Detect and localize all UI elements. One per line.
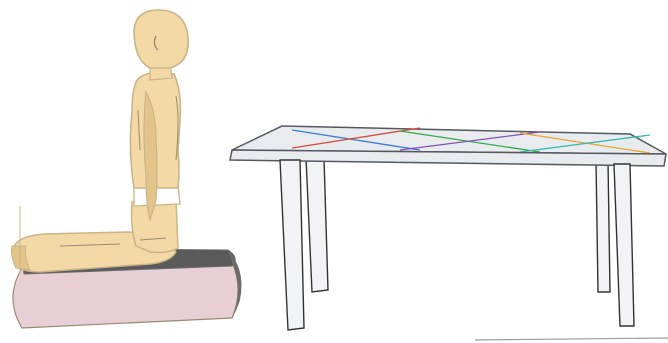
figure-head bbox=[134, 10, 188, 68]
figure-thighs bbox=[132, 200, 179, 253]
kneeling-figure bbox=[12, 10, 189, 272]
table-leg-back-left bbox=[306, 158, 328, 292]
floor-line bbox=[475, 338, 668, 340]
table-leg-front-right bbox=[614, 164, 634, 326]
table-leg-front-left bbox=[280, 160, 304, 330]
table-leg-back-right bbox=[596, 160, 610, 292]
table bbox=[230, 126, 666, 330]
table-back-legs bbox=[306, 158, 610, 292]
